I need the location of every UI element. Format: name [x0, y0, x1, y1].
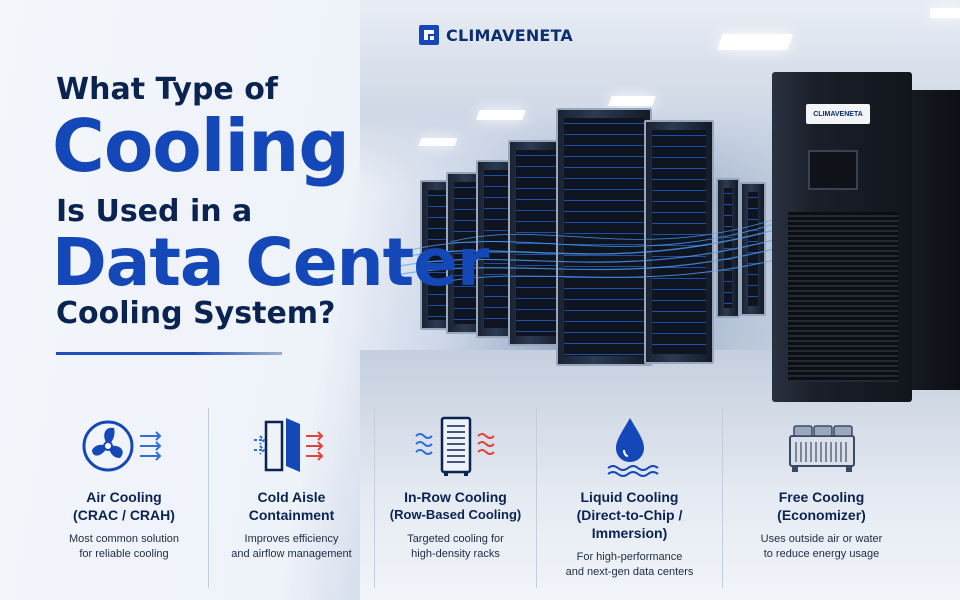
cooling-unit-screen — [808, 150, 858, 190]
airflow-streams — [390, 193, 840, 285]
feature-name: (Row-Based Cooling) — [389, 507, 522, 522]
feature-name: Cold Aisle — [257, 489, 326, 505]
ceiling-light — [930, 8, 960, 18]
water-drop-icon — [584, 408, 676, 484]
headline-data-center: Data Center — [52, 224, 489, 301]
feature-desc: and next-gen data centers — [565, 566, 694, 578]
headline-divider — [56, 352, 282, 355]
feature-desc: for reliable cooling — [79, 548, 169, 560]
feature-name: Air Cooling — [86, 489, 162, 505]
feature-name: (CRAC / CRAH) — [73, 507, 175, 523]
feature-desc: Most common solution — [68, 533, 180, 545]
cooling-unit-grill — [788, 212, 898, 382]
feature-name: (Economizer) — [777, 507, 866, 523]
feature-name: Containment — [248, 507, 335, 523]
feature-in-row: In-Row Cooling (Row-Based Cooling) Targe… — [374, 408, 536, 588]
fan-icon — [78, 408, 170, 484]
ceiling-light — [608, 96, 656, 106]
rack-icon — [410, 408, 502, 484]
feature-name: Free Cooling — [778, 489, 865, 505]
cooling-types: Air Cooling (CRAC / CRAH) Most common so… — [40, 408, 920, 588]
feature-desc: Uses outside air or water — [760, 533, 883, 545]
chiller-icon — [776, 408, 868, 484]
feature-desc: Targeted cooling for — [407, 533, 504, 545]
feature-desc: For high-performance — [576, 551, 683, 563]
server-rack — [556, 108, 652, 366]
feature-name: In-Row Cooling — [404, 489, 507, 505]
server-rack — [740, 182, 766, 316]
feature-name: Liquid Cooling — [580, 489, 679, 505]
feature-free-cooling: Free Cooling (Economizer) Uses outside a… — [722, 408, 920, 588]
server-rack — [644, 120, 714, 364]
feature-air-cooling: Air Cooling (CRAC / CRAH) Most common so… — [40, 408, 208, 588]
feature-desc: to reduce energy usage — [763, 548, 880, 560]
feature-name: (Direct-to-Chip / — [576, 507, 683, 523]
cooling-unit-badge: CLIMAVENETA — [806, 104, 870, 124]
feature-cold-aisle: Cold Aisle Containment Improves efficien… — [208, 408, 374, 588]
ceiling-light — [418, 138, 458, 146]
headline-line-5: Cooling System? — [56, 296, 336, 331]
climaveneta-logo-icon — [418, 24, 440, 46]
headline-cooling: Cooling — [52, 104, 350, 188]
feature-liquid-cooling: Liquid Cooling (Direct-to-Chip / Immersi… — [536, 408, 722, 588]
door-airflow-icon — [246, 408, 338, 484]
ceiling-light — [717, 34, 793, 50]
brand: CLIMAVENETA — [418, 24, 573, 46]
feature-desc: and airflow management — [231, 548, 352, 560]
headline-line-3: Is Used in a — [56, 194, 253, 229]
feature-name: Immersion) — [591, 525, 668, 541]
cooling-unit-side — [910, 90, 960, 390]
headline-line-1: What Type of — [56, 72, 278, 107]
brand-name: CLIMAVENETA — [446, 25, 573, 45]
feature-desc: Improves efficiency — [244, 533, 339, 545]
feature-desc: high-density racks — [411, 548, 500, 560]
ceiling-light — [476, 110, 526, 120]
